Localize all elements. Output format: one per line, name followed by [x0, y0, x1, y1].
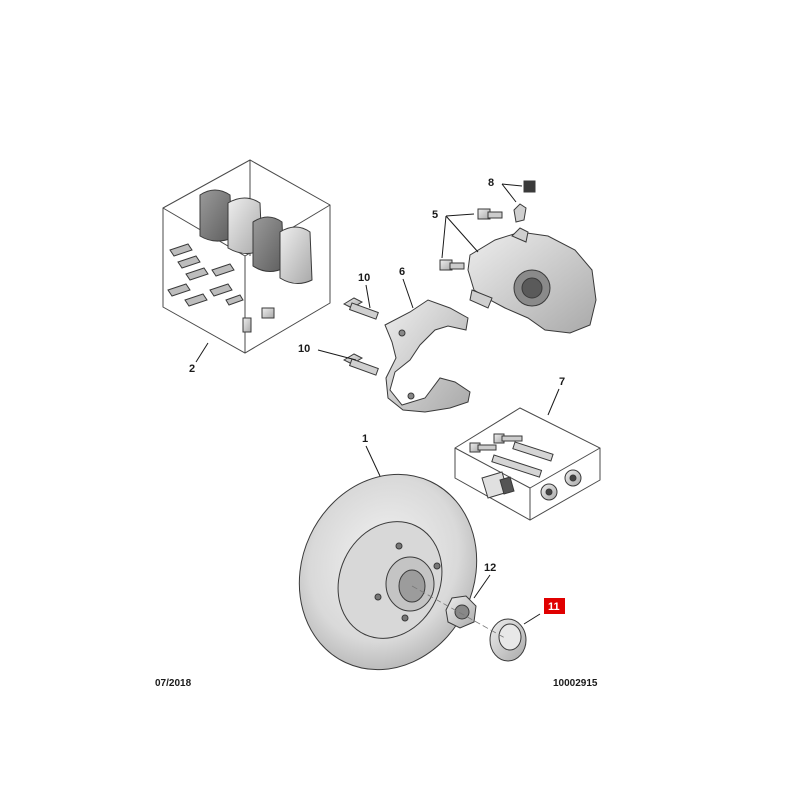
callout-1: 1: [362, 433, 368, 445]
caliper-carrier: [384, 278, 471, 413]
callout-11-highlighted[interactable]: 11: [544, 598, 565, 614]
callout-2: 2: [189, 363, 195, 375]
hub-nut: [445, 574, 491, 629]
callout-6: 6: [399, 266, 405, 278]
callout-11: 11: [548, 601, 560, 613]
callout-8: 8: [488, 177, 494, 189]
footer-reference-number: 10002915: [553, 678, 598, 689]
callout-11-highlight-box: [544, 598, 565, 614]
callout-12: 12: [484, 562, 496, 574]
hub-cap: [489, 613, 541, 662]
callout-5: 5: [432, 209, 438, 221]
caliper-carrier-bolt-upper: [342, 284, 379, 320]
caliper-bolts: [439, 208, 503, 271]
callout-10-lower: 10: [298, 343, 310, 355]
footer-date: 07/2018: [155, 678, 192, 689]
brake-caliper: [467, 227, 597, 334]
guide-pin-kit: [454, 388, 601, 521]
bleed-screw: [501, 180, 536, 223]
brake-disc: [298, 445, 478, 671]
callout-7: 7: [559, 376, 565, 388]
callout-10-upper: 10: [358, 272, 370, 284]
brake-pad-kit: [162, 159, 331, 363]
caliper-carrier-bolt-lower: [317, 349, 379, 376]
